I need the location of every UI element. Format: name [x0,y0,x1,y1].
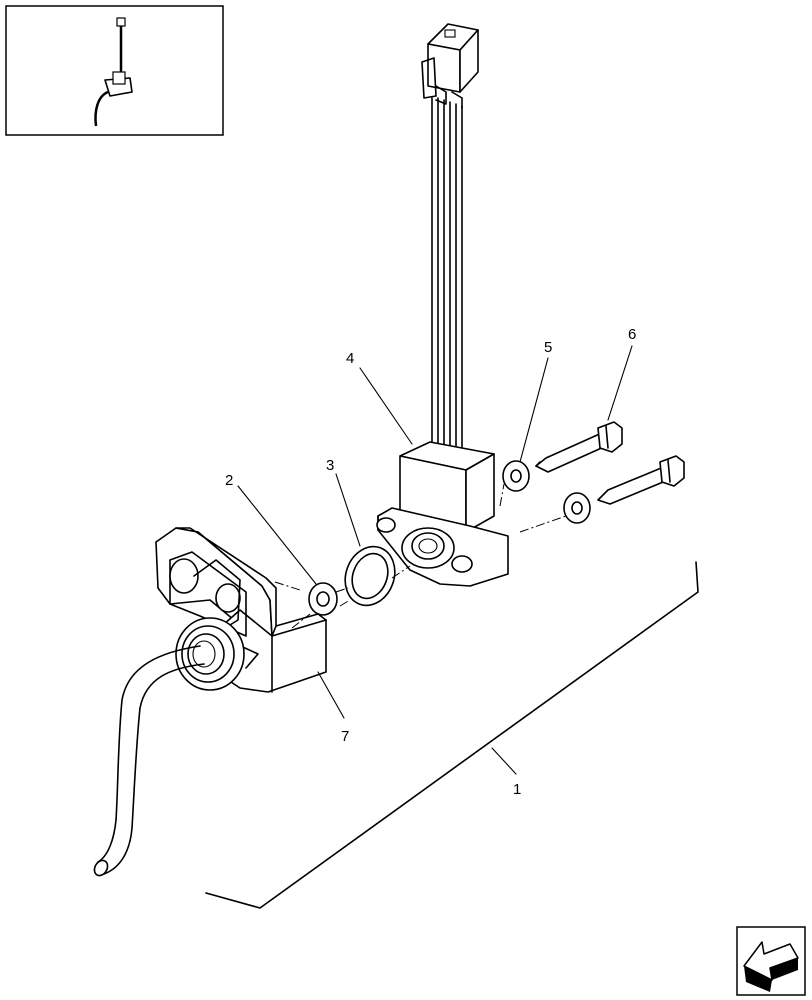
sensor-connector [421,23,479,109]
small-washer [308,582,338,616]
bolt-washers [502,460,591,524]
callout-4: 4 [346,350,354,367]
mounting-bracket [155,527,327,693]
callout-2: 2 [225,472,233,489]
leader-lines [237,345,633,775]
callout-7: 7 [341,728,349,745]
next-page-arrow-icon[interactable] [736,926,806,996]
bolts [535,421,685,505]
sensor-wires [431,97,463,453]
assembly-bracket-line [205,561,699,909]
callout-3: 3 [326,457,334,474]
callout-labels: 1 2 3 4 5 6 7 [225,326,636,798]
callout-1: 1 [513,781,521,798]
callout-5: 5 [544,339,552,356]
o-ring [344,545,396,607]
bracket-cable [93,645,205,877]
position-sensor [376,441,509,587]
locator-thumbnail [5,5,224,136]
callout-6: 6 [628,326,636,343]
